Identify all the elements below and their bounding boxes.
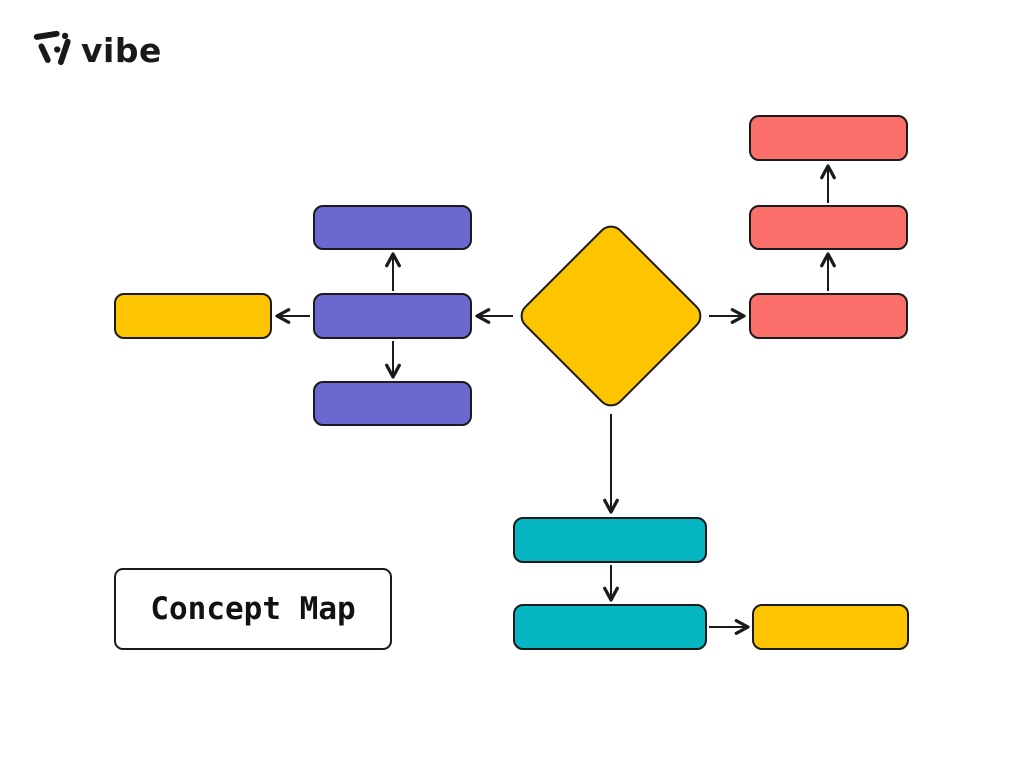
node-red-middle-rectangle[interactable] (749, 205, 908, 250)
node-red-bottom-rectangle[interactable] (749, 293, 908, 339)
node-left-yellow-rectangle[interactable] (114, 293, 272, 339)
node-teal-top-rectangle[interactable] (513, 517, 707, 563)
node-red-top-rectangle[interactable] (749, 115, 908, 161)
concept-map-title-box[interactable]: Concept Map (114, 568, 392, 650)
vibe-logo: vibe (32, 28, 162, 70)
concept-map-title-text: Concept Map (150, 591, 356, 627)
node-purple-middle-rectangle[interactable] (313, 293, 472, 339)
vibe-logo-text: vibe (81, 30, 162, 70)
vibe-logo-icon (33, 30, 71, 66)
node-purple-top-rectangle[interactable] (313, 205, 472, 250)
node-teal-bottom-rectangle[interactable] (513, 604, 707, 650)
node-purple-bottom-rectangle[interactable] (313, 381, 472, 426)
node-bottom-right-yellow-rectangle[interactable] (752, 604, 909, 650)
